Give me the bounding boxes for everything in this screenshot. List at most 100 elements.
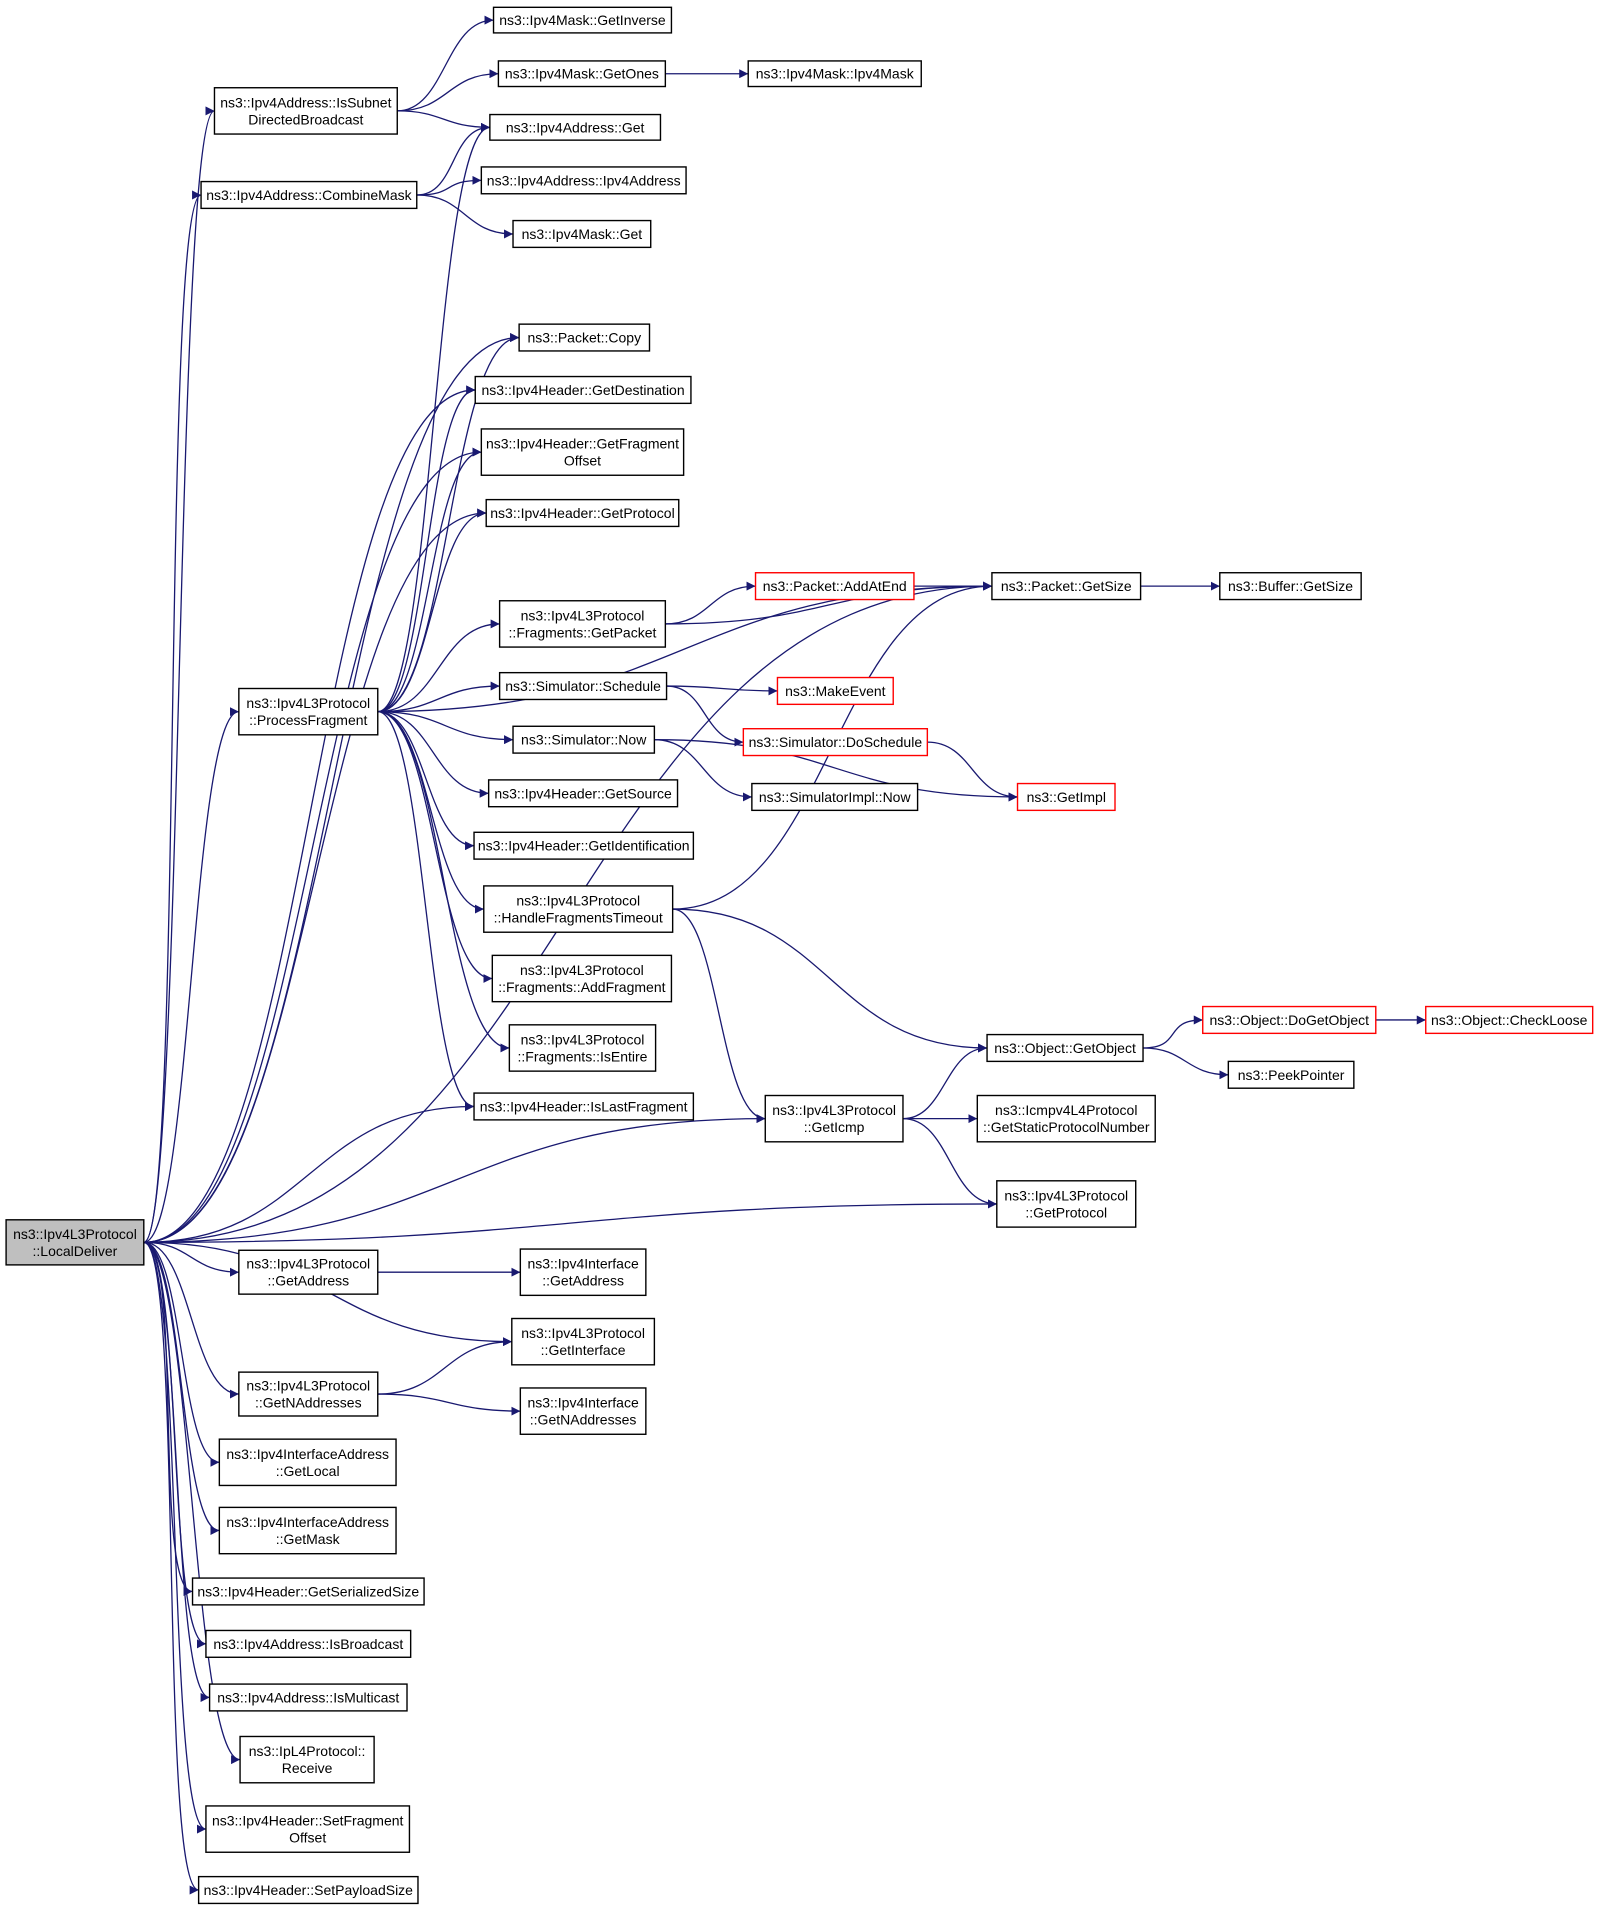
node-box bbox=[518, 323, 651, 352]
node-box bbox=[473, 1092, 695, 1121]
node-bufgetsize[interactable]: ns3::Buffer::GetSize bbox=[1219, 572, 1362, 601]
node-ifgetnaddr[interactable]: ns3::Ipv4Interface::GetNAddresses bbox=[519, 1387, 647, 1435]
node-box bbox=[976, 1094, 1156, 1143]
node-ifaddrlocal[interactable]: ns3::Ipv4InterfaceAddress::GetLocal bbox=[218, 1438, 397, 1487]
node-label: ns3::IpL4Protocol:: bbox=[249, 1743, 366, 1759]
node-copy[interactable]: ns3::Packet::Copy bbox=[518, 323, 651, 352]
call-edge bbox=[377, 711, 510, 1053]
node-label: ns3::GetImpl bbox=[1027, 789, 1106, 805]
call-edge bbox=[143, 447, 482, 1243]
call-edge bbox=[143, 1199, 997, 1243]
node-box bbox=[512, 725, 656, 754]
node-isbroadcast[interactable]: ns3::Ipv4Address::IsBroadcast bbox=[205, 1629, 412, 1658]
node-label: ns3::Ipv4Header::SetPayloadSize bbox=[204, 1882, 414, 1898]
node-label: ns3::Ipv4Mask::GetOnes bbox=[505, 66, 659, 82]
node-box bbox=[1219, 572, 1362, 601]
call-edge bbox=[143, 1101, 475, 1243]
node-islastfrag[interactable]: ns3::Ipv4Header::IsLastFragment bbox=[473, 1092, 695, 1121]
node-doschedule[interactable]: ns3::Simulator::DoSchedule bbox=[742, 728, 929, 757]
node-peekpointer[interactable]: ns3::PeekPointer bbox=[1227, 1060, 1355, 1089]
call-edge bbox=[377, 1393, 521, 1416]
call-edge bbox=[377, 385, 476, 713]
node-addatend[interactable]: ns3::Packet::AddAtEnd bbox=[754, 572, 915, 601]
node-label: ns3::Ipv4Address::Ipv4Address bbox=[487, 172, 681, 188]
node-combinemask[interactable]: ns3::Ipv4Address::CombineMask bbox=[200, 180, 418, 210]
node-label: Offset bbox=[564, 453, 601, 469]
node-subnet[interactable]: ns3::Ipv4Address::IsSubnetDirectedBroadc… bbox=[213, 87, 398, 135]
node-procfrag[interactable]: ns3::Ipv4L3Protocol::ProcessFragment bbox=[238, 687, 379, 736]
node-getones[interactable]: ns3::Ipv4Mask::GetOnes bbox=[497, 60, 667, 88]
node-label: ns3::Packet::Copy bbox=[527, 330, 641, 346]
node-label: ::Fragments::IsEntire bbox=[518, 1048, 648, 1064]
node-box bbox=[197, 1875, 419, 1905]
node-icmpstatic[interactable]: ns3::Icmpv4L4Protocol::GetStaticProtocol… bbox=[976, 1094, 1156, 1143]
node-implnow[interactable]: ns3::SimulatorImpl::Now bbox=[751, 782, 919, 812]
node-schedule[interactable]: ns3::Simulator::Schedule bbox=[498, 671, 668, 701]
call-edge bbox=[416, 122, 490, 196]
node-handlefrag[interactable]: ns3::Ipv4L3Protocol::HandleFragmentsTime… bbox=[483, 885, 674, 933]
node-ifaddrmask[interactable]: ns3::Ipv4InterfaceAddress::GetMask bbox=[218, 1506, 397, 1555]
node-box bbox=[754, 572, 915, 601]
call-edge bbox=[377, 619, 500, 713]
node-label: ns3::Ipv4L3Protocol bbox=[13, 1226, 137, 1242]
node-l3getif[interactable]: ns3::Ipv4L3Protocol::GetInterface bbox=[511, 1317, 656, 1366]
node-getinverse[interactable]: ns3::Ipv4Mask::GetInverse bbox=[492, 6, 673, 34]
node-l3getnaddr[interactable]: ns3::Ipv4L3Protocol::GetNAddresses bbox=[238, 1371, 379, 1417]
node-maskget[interactable]: ns3::Ipv4Mask::Get bbox=[512, 219, 652, 249]
node-box bbox=[519, 1387, 647, 1435]
node-ipv4mask[interactable]: ns3::Ipv4Mask::Ipv4Mask bbox=[747, 60, 922, 88]
node-addrget[interactable]: ns3::Ipv4Address::Get bbox=[489, 113, 662, 141]
node-box bbox=[764, 1094, 904, 1143]
node-label: ::GetLocal bbox=[276, 1463, 340, 1479]
node-getproto[interactable]: ns3::Ipv4Header::GetProtocol bbox=[485, 498, 680, 528]
node-getobject[interactable]: ns3::Object::GetObject bbox=[986, 1033, 1144, 1063]
node-label: ns3::Buffer::GetSize bbox=[1228, 578, 1353, 594]
node-ipv4address[interactable]: ns3::Ipv4Address::Ipv4Address bbox=[480, 166, 687, 195]
node-box bbox=[238, 1371, 379, 1417]
node-box bbox=[519, 1248, 647, 1297]
call-edge bbox=[143, 1114, 766, 1243]
node-serialsize[interactable]: ns3::Ipv4Header::GetSerializedSize bbox=[191, 1577, 425, 1606]
node-box bbox=[742, 728, 929, 757]
node-getimpl[interactable]: ns3::GetImpl bbox=[1016, 782, 1116, 812]
node-fraggetpacket[interactable]: ns3::Ipv4L3Protocol::Fragments::GetPacke… bbox=[498, 600, 667, 648]
node-label: ::GetInterface bbox=[541, 1342, 626, 1358]
node-checkloose[interactable]: ns3::Object::CheckLoose bbox=[1425, 1005, 1594, 1035]
node-now[interactable]: ns3::Simulator::Now bbox=[512, 725, 656, 754]
node-label: ns3::Ipv4L3Protocol bbox=[246, 1256, 370, 1272]
node-l3getproto[interactable]: ns3::Ipv4L3Protocol::GetProtocol bbox=[996, 1180, 1137, 1228]
node-getsource[interactable]: ns3::Ipv4Header::GetSource bbox=[487, 779, 679, 808]
node-box bbox=[480, 166, 687, 195]
node-root[interactable]: ns3::Ipv4L3Protocol::LocalDeliver bbox=[5, 1219, 145, 1266]
node-getdest[interactable]: ns3::Ipv4Header::GetDestination bbox=[474, 375, 692, 405]
node-label: ns3::Object::CheckLoose bbox=[1431, 1012, 1588, 1028]
node-setpayload[interactable]: ns3::Ipv4Header::SetPayloadSize bbox=[197, 1875, 419, 1905]
node-box bbox=[200, 180, 418, 210]
node-label: ns3::Ipv4L3Protocol bbox=[1004, 1187, 1128, 1203]
node-addfrag[interactable]: ns3::Ipv4L3Protocol::Fragments::AddFragm… bbox=[491, 954, 673, 1003]
node-box bbox=[5, 1219, 145, 1266]
node-ifgetaddr[interactable]: ns3::Ipv4Interface::GetAddress bbox=[519, 1248, 647, 1297]
node-label: ::Fragments::AddFragment bbox=[498, 979, 665, 995]
node-label: ns3::Simulator::Now bbox=[521, 732, 647, 748]
node-dogetobject[interactable]: ns3::Object::DoGetObject bbox=[1202, 1005, 1377, 1035]
node-geticmp[interactable]: ns3::Ipv4L3Protocol::GetIcmp bbox=[764, 1094, 904, 1143]
node-box bbox=[473, 831, 695, 860]
call-edge bbox=[377, 447, 482, 713]
node-label: ns3::Ipv4L3Protocol bbox=[246, 695, 370, 711]
node-l3getaddr[interactable]: ns3::Ipv4L3Protocol::GetAddress bbox=[238, 1249, 379, 1295]
node-ismulticast[interactable]: ns3::Ipv4Address::IsMulticast bbox=[208, 1683, 408, 1712]
node-makeevent[interactable]: ns3::MakeEvent bbox=[776, 676, 894, 706]
call-edge bbox=[377, 681, 500, 713]
call-edge bbox=[377, 711, 475, 1111]
node-label: ns3::Ipv4Header::IsLastFragment bbox=[480, 1098, 688, 1114]
node-isentire[interactable]: ns3::Ipv4L3Protocol::Fragments::IsEntire bbox=[508, 1024, 657, 1072]
node-label: ns3::Ipv4L3Protocol bbox=[772, 1102, 896, 1118]
node-label: ns3::Ipv4Header::GetDestination bbox=[482, 382, 685, 398]
node-getident[interactable]: ns3::Ipv4Header::GetIdentification bbox=[473, 831, 695, 860]
node-getsize[interactable]: ns3::Packet::GetSize bbox=[991, 572, 1142, 601]
node-receive[interactable]: ns3::IpL4Protocol::Receive bbox=[239, 1735, 375, 1784]
call-edge bbox=[666, 685, 744, 747]
